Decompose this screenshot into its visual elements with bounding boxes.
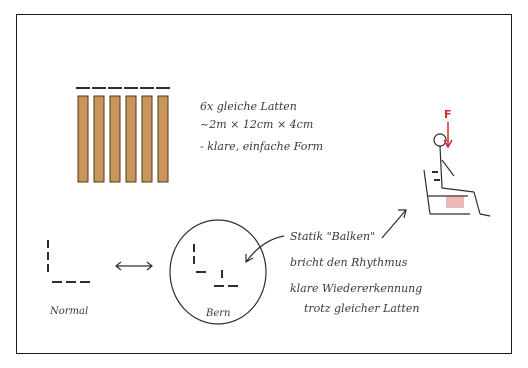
plank-6 xyxy=(158,96,168,182)
normal-configuration xyxy=(48,240,90,282)
annotation-same-planks: trotz gleicher Latten xyxy=(304,302,419,315)
seated-figure xyxy=(424,134,490,216)
note-form: - klare, einfache Form xyxy=(200,140,323,153)
figure-arrow xyxy=(382,210,406,238)
annotation-rhythm: bricht den Rhythmus xyxy=(290,256,408,269)
annotation-statik: Statik "Balken" xyxy=(290,230,375,243)
label-bern: Bern xyxy=(205,308,231,319)
plank-3 xyxy=(110,96,120,182)
note-count: 6x gleiche Latten xyxy=(200,100,297,113)
bern-configuration xyxy=(194,244,238,286)
force-label: F xyxy=(444,108,452,121)
planks-group xyxy=(76,88,170,182)
note-dimensions: ~2m × 12cm × 4cm xyxy=(200,118,313,131)
double-arrow xyxy=(116,262,152,270)
annotation-recognition: klare Wiedererkennung xyxy=(290,282,422,295)
label-normal: Normal xyxy=(49,306,88,317)
plank-5 xyxy=(142,96,152,182)
seat-highlight xyxy=(446,196,464,208)
plank-1 xyxy=(78,96,88,182)
plank-2 xyxy=(94,96,104,182)
plank-4 xyxy=(126,96,136,182)
